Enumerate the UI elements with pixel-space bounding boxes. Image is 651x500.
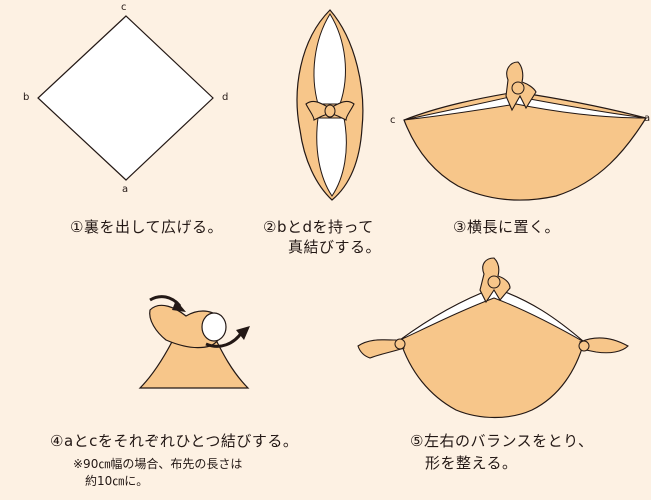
step1-caption: ①裏を出して広げる。 [70, 218, 223, 236]
step4-caption: ④aとcをそれぞれひとつ結びする。 [50, 432, 299, 450]
step5-caption-line2: 形を整える。 [425, 454, 518, 472]
step4-arrow-out [205, 331, 244, 348]
step2-knot-center [324, 104, 336, 118]
step3-cloth-inner [403, 95, 647, 121]
step4-arrow-in-head [172, 300, 186, 312]
step4-note-line1: ※90㎝幅の場合、布先の長さは [73, 457, 243, 471]
step3-caption: ③横長に置く。 [453, 218, 560, 236]
step5-caption-line1: ⑤左右のバランスをとり、 [410, 432, 594, 450]
step1-cloth-square [37, 15, 214, 181]
step4-arrow-out-head [236, 326, 250, 340]
corner-label-b: b [23, 92, 30, 103]
step3-knot-center [511, 81, 525, 95]
corner-label-a: a [122, 184, 129, 195]
step4-note-line2: 約10㎝に。 [85, 474, 149, 488]
step2-cloth-inner-bottom [316, 117, 347, 197]
step5-knot-right-center [578, 340, 590, 352]
step5-knot-right [579, 337, 629, 354]
step3-label-a: a [644, 113, 651, 124]
step2-caption-line2: 真結びする。 [288, 238, 382, 256]
step5-knot-left [357, 339, 406, 359]
step5-knot-left-center [394, 338, 406, 350]
step2-caption-line1: ②bとdを持って [263, 218, 374, 236]
step4-loop [201, 312, 227, 342]
step5-knot-top-center [487, 275, 501, 289]
step3-label-c: c [390, 115, 396, 126]
step5-bag-body [399, 287, 585, 419]
step2-cloth-inner-top [313, 13, 346, 105]
corner-label-d: d [222, 92, 229, 103]
corner-label-c: c [121, 2, 127, 13]
